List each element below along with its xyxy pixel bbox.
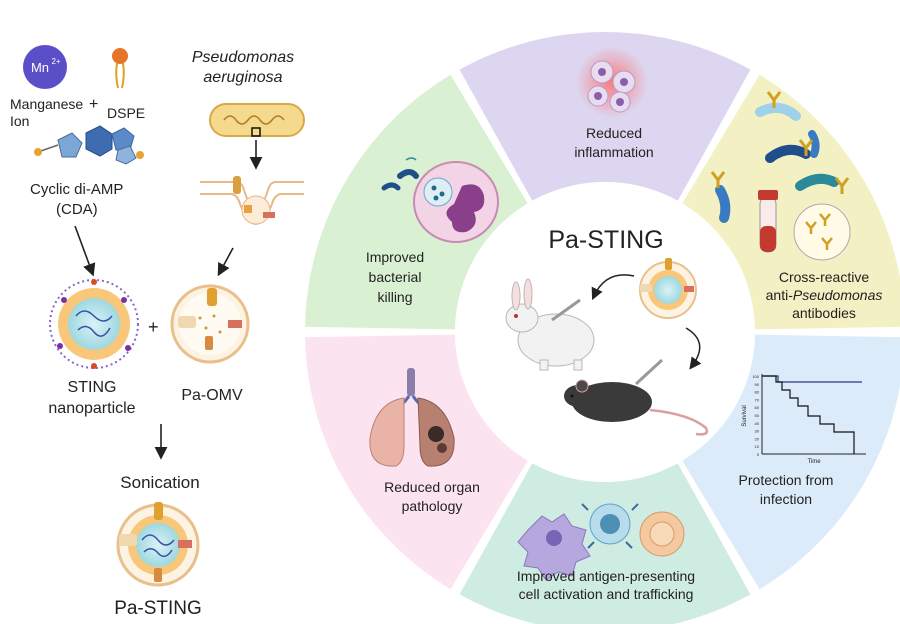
plus-sign-mid: + [148,317,159,337]
survival-tick-label: 80 [755,390,760,395]
pa-sting-label: Pa-STING [114,598,202,619]
center-pa-sting-particle-icon [639,258,697,319]
neutrophil-icon [381,157,499,243]
segment-protection-from-infection [682,334,900,590]
survival-xlabel: Time [807,459,821,465]
protection-label-line2: infection [760,491,812,507]
inflammation-cells-icon [576,46,648,118]
survival-tick-label: 90 [755,382,760,387]
cda-label-line2: (CDA) [56,201,98,218]
sonication-label: Sonication [120,473,199,492]
survival-ylabel: Survival [742,405,748,426]
antibodies-label: Cross-reactive [779,269,869,285]
organ-label-line2: pathology [402,498,463,514]
organ-label: Reduced organ [384,479,480,495]
inflammation-label: Reduced [586,125,642,141]
lungs-icon [369,368,455,467]
center-title: Pa-STING [548,226,663,254]
wheel-center [455,182,755,482]
antibodies-label-line3: antibodies [792,305,856,321]
antibodies-label-line2: anti-Pseudomonas [766,287,883,303]
inflammation-label-line2: inflammation [574,144,653,160]
pa-sting-particle-icon [116,502,200,587]
pseudomonas-bacterium-icon [209,103,305,137]
cda-label: Cyclic di-AMP [30,181,123,198]
survival-tick-label: 50 [755,413,760,418]
sting-nanoparticle-label-line2: nanoparticle [48,400,135,417]
killing-label-line2: bacterial [369,269,422,285]
segment-reduced-organ-pathology [305,334,528,590]
protection-label: Protection from [739,472,834,488]
apc-label: Improved antigen-presenting [517,568,695,584]
survival-tick-label: 0 [757,452,760,457]
pseudomonas-label: Pseudomonas [192,49,294,66]
svg-text:Mn: Mn [31,60,49,75]
left-panel: Mn 2+ Manganese Ion + DSPE Cyclic di-AMP… [10,45,305,619]
survival-tick-label: 10 [755,444,760,449]
cyclic-di-amp-icon [34,125,144,165]
survival-tick-label: 40 [755,421,760,426]
killing-label: Improved [366,249,424,265]
survival-tick-label: 30 [755,429,760,434]
sting-nanoparticle-label: STING [68,379,117,396]
antibodies-icon [710,91,851,261]
survival-tick-label: 20 [755,436,760,441]
apc-label-line2: cell activation and trafficking [519,586,694,602]
pseudomonas-label-line2: aeruginosa [203,69,282,86]
dspe-label: DSPE [107,105,145,121]
survival-tick-label: 100 [752,374,759,379]
sting-nanoparticle-icon [49,279,139,369]
apc-cells-icon [517,503,685,581]
svg-text:2+: 2+ [51,57,60,66]
manganese-label-line2: Ion [10,113,29,129]
killing-label-line3: killing [377,289,412,305]
pa-omv-icon [170,284,250,364]
segment-cross-reactive-antibodies [682,74,900,330]
manganese-label: Manganese [10,96,83,112]
survival-tick-label: 70 [755,397,760,402]
membrane-budding-icon [200,176,304,225]
plus-sign-top: + [89,96,98,113]
mouse-icon [564,358,709,436]
rabbit-icon [505,278,595,371]
pa-omv-label: Pa-OMV [181,387,243,404]
manganese-ion-icon: Mn 2+ [23,45,67,89]
survival-tick-label: 60 [755,405,760,410]
dspe-lipid-icon [112,48,128,89]
